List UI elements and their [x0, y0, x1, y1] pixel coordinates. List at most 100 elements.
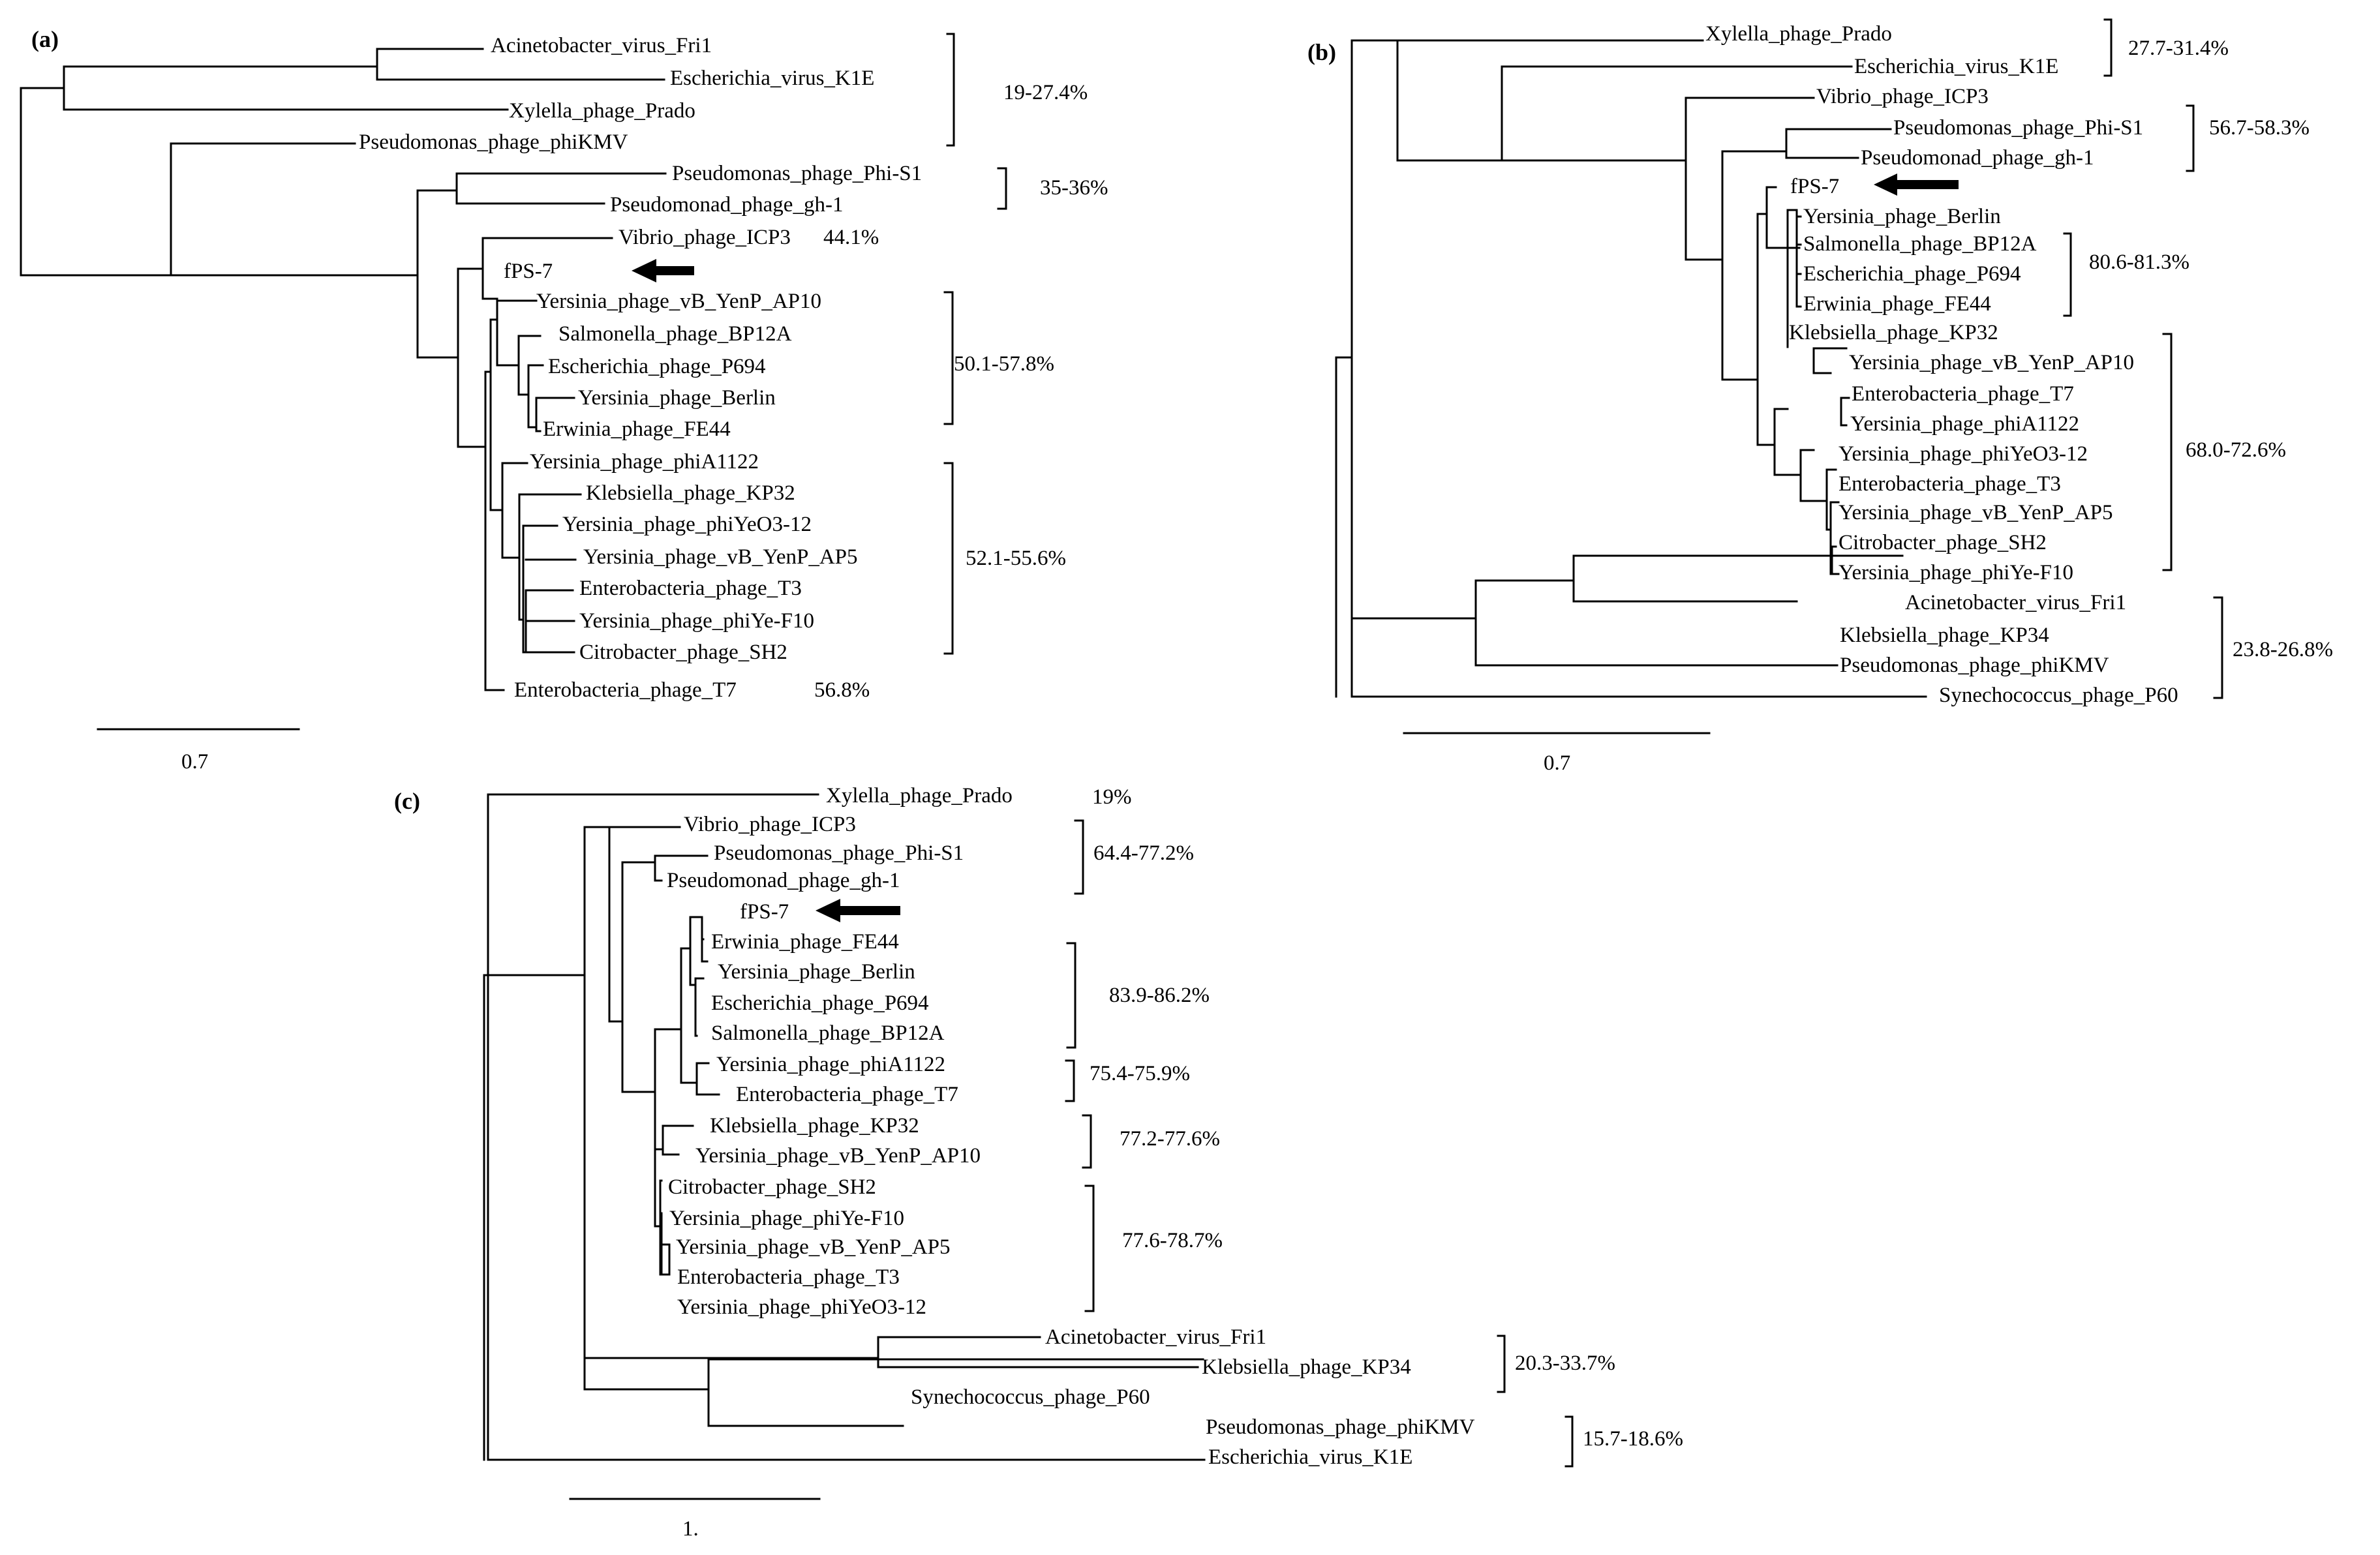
taxon-label: Pseudomonad_phage_gh-1	[610, 193, 843, 217]
panel-b: (b)	[1307, 18, 2333, 775]
taxon-labels: Xylella_phage_Prado Escherichia_virus_K1…	[1705, 22, 2178, 707]
scale-label: 1.	[682, 1517, 699, 1541]
identity-label: 56.8%	[814, 678, 870, 702]
panel-a: (a)	[20, 26, 1108, 774]
taxon-label: fPS-7	[740, 900, 789, 924]
taxon-label: Xylella_phage_Prado	[509, 99, 695, 123]
panel-label: (a)	[31, 26, 59, 52]
scale-label: 0.7	[1544, 751, 1570, 775]
taxon-label: Enterobacteria_phage_T3	[579, 577, 802, 600]
taxon-label: Acinetobacter_virus_Fri1	[1905, 591, 2126, 614]
taxon-label: Salmonella_phage_BP12A	[711, 1021, 945, 1045]
tree-branches	[20, 48, 667, 691]
taxon-label: Enterobacteria_phage_T3	[1838, 472, 2061, 496]
identity-label: 23.8-26.8%	[2233, 638, 2333, 661]
taxon-label: Yersinia_phage_Berlin	[718, 960, 915, 984]
identity-brackets	[1065, 819, 1574, 1468]
taxon-label: fPS-7	[504, 260, 553, 283]
taxon-label: Erwinia_phage_FE44	[1803, 292, 1991, 316]
taxon-label: Pseudomonad_phage_gh-1	[1861, 146, 2094, 170]
taxon-label: Yersinia_phage_phiYe-F10	[1838, 561, 2073, 584]
taxon-label: Enterobacteria_phage_T3	[677, 1265, 900, 1289]
taxon-labels: Xylella_phage_Prado Vibrio_phage_ICP3 Ps…	[667, 784, 1475, 1469]
identity-label: 50.1-57.8%	[954, 352, 1054, 376]
taxon-label: Yersinia_phage_phiYe-F10	[579, 609, 814, 633]
taxon-label: Yersinia_phage_vB_YenP_AP10	[536, 290, 821, 313]
identity-label: 56.7-58.3%	[2209, 116, 2310, 140]
taxon-label: Yersinia_phage_vB_YenP_AP5	[676, 1235, 951, 1259]
taxon-label: Yersinia_phage_phiYe-F10	[669, 1207, 904, 1230]
taxon-label: Erwinia_phage_FE44	[543, 417, 731, 441]
identity-label: 35-36%	[1040, 176, 1108, 200]
identity-label: 15.7-18.6%	[1583, 1427, 1683, 1451]
taxon-label: Yersinia_phage_Berlin	[1803, 205, 2001, 228]
taxon-label: Acinetobacter_virus_Fri1	[491, 34, 712, 57]
taxon-label: Klebsiella_phage_KP32	[1789, 321, 1998, 344]
identity-labels: 27.7-31.4% 56.7-58.3% 80.6-81.3% 68.0-72…	[2089, 37, 2333, 661]
taxon-label: Escherichia_virus_K1E	[1208, 1445, 1412, 1469]
taxon-label: Klebsiella_phage_KP32	[586, 481, 795, 505]
taxon-label: Pseudomonas_phage_Phi-S1	[714, 841, 964, 865]
taxon-label: Synechococcus_phage_P60	[911, 1385, 1150, 1409]
taxon-label: Escherichia_virus_K1E	[670, 67, 874, 90]
taxon-label: Pseudomonad_phage_gh-1	[667, 869, 900, 892]
arrow-icon	[816, 899, 900, 922]
taxon-label: Synechococcus_phage_P60	[1939, 684, 2178, 707]
taxon-label: Yersinia_phage_vB_YenP_AP5	[583, 545, 858, 569]
taxon-label: Pseudomonas_phage_phiKMV	[1206, 1415, 1475, 1439]
taxon-label: Yersinia_phage_phiYeO3-12	[1838, 442, 2088, 466]
taxon-label: Yersinia_phage_phiYeO3-12	[677, 1295, 926, 1319]
identity-label: 44.1%	[823, 226, 879, 249]
scale-label: 0.7	[181, 750, 208, 774]
taxon-label: Yersinia_phage_phiA1122	[716, 1053, 945, 1076]
arrow-icon	[1874, 174, 1959, 196]
taxon-label: Xylella_phage_Prado	[826, 784, 1013, 808]
tree-branches	[483, 793, 1206, 1461]
taxon-label: Pseudomonas_phage_phiKMV	[1840, 654, 2109, 677]
taxon-label: Citrobacter_phage_SH2	[668, 1175, 876, 1199]
identity-label: 64.4-77.2%	[1093, 841, 1194, 865]
taxon-label: Vibrio_phage_ICP3	[618, 226, 791, 249]
taxon-label: Escherichia_phage_P694	[711, 991, 929, 1015]
identity-label: 27.7-31.4%	[2128, 37, 2229, 60]
arrow-icon	[632, 259, 694, 282]
identity-labels: 19-27.4% 35-36% 44.1% 50.1-57.8% 52.1-55…	[814, 81, 1108, 702]
taxon-label: Yersinia_phage_phiA1122	[530, 450, 759, 474]
taxon-label: Enterobacteria_phage_T7	[736, 1083, 958, 1106]
taxon-label: Klebsiella_phage_KP34	[1202, 1355, 1411, 1379]
taxon-label: Escherichia_phage_P694	[548, 355, 766, 378]
taxon-label: Klebsiella_phage_KP34	[1840, 624, 2049, 647]
taxon-label: Yersinia_phage_Berlin	[578, 386, 776, 410]
taxon-label: Pseudomonas_phage_Phi-S1	[672, 162, 922, 185]
identity-label: 68.0-72.6%	[2186, 438, 2286, 462]
identity-brackets	[2063, 18, 2223, 699]
taxon-label: Yersinia_phage_vB_YenP_AP10	[695, 1144, 981, 1168]
identity-label: 19-27.4%	[1003, 81, 1088, 104]
taxon-label: Citrobacter_phage_SH2	[579, 641, 787, 664]
taxon-labels: Acinetobacter_virus_Fri1 Escherichia_vir…	[359, 34, 922, 702]
taxon-label: Acinetobacter_virus_Fri1	[1045, 1325, 1266, 1349]
taxon-label: Yersinia_phage_phiYeO3-12	[562, 513, 812, 536]
panel-label: (b)	[1307, 39, 1336, 65]
panel-label: (c)	[394, 788, 420, 814]
taxon-label: Salmonella_phage_BP12A	[558, 322, 792, 346]
taxon-label: Yersinia_phage_vB_YenP_AP5	[1838, 501, 2113, 524]
taxon-label: Xylella_phage_Prado	[1705, 22, 1892, 46]
identity-label: 77.6-78.7%	[1122, 1229, 1223, 1252]
taxon-label: Salmonella_phage_BP12A	[1803, 232, 2037, 256]
taxon-label: Yersinia_phage_vB_YenP_AP10	[1849, 351, 2134, 374]
taxon-label: Citrobacter_phage_SH2	[1838, 531, 2047, 554]
taxon-label: Escherichia_phage_P694	[1803, 262, 2021, 286]
taxon-label: Enterobacteria_phage_T7	[514, 678, 737, 702]
tree-branches	[1335, 39, 1927, 698]
taxon-label: Yersinia_phage_phiA1122	[1850, 412, 2079, 436]
identity-label: 19%	[1092, 785, 1132, 809]
identity-brackets	[943, 33, 1007, 655]
taxon-label: Erwinia_phage_FE44	[711, 930, 899, 954]
identity-label: 75.4-75.9%	[1090, 1062, 1190, 1085]
identity-label: 83.9-86.2%	[1109, 984, 1210, 1007]
taxon-label: Pseudomonas_phage_Phi-S1	[1893, 116, 2143, 140]
panel-c: (c)	[394, 784, 1683, 1541]
identity-label: 52.1-55.6%	[966, 547, 1066, 570]
